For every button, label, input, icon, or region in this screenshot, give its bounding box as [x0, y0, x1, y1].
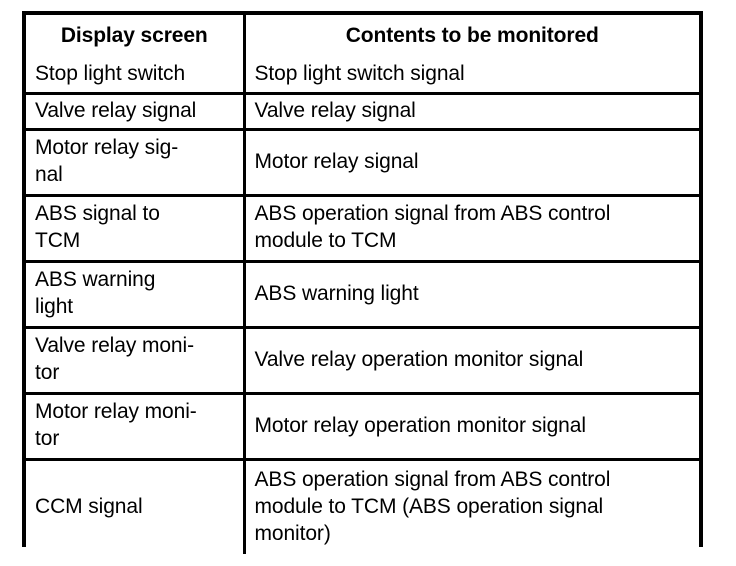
cell-display-screen-text: CCM signal — [35, 494, 143, 518]
cell-display-screen-text: ABS signal to TCM — [35, 202, 160, 252]
cell-display-screen: Stop light switch — [26, 57, 246, 95]
table-row: Motor relay moni- tor Motor relay operati… — [26, 393, 699, 461]
cell-contents: Valve relay operation monitor signal — [244, 327, 699, 395]
cell-display-screen: CCM signal — [26, 459, 246, 554]
cell-display-screen-text: Stop light switch — [35, 61, 186, 85]
cell-contents: ABS operation signal from ABS control mo… — [244, 195, 699, 263]
cell-contents-text: Motor relay operation monitor signal — [254, 413, 587, 437]
cell-contents-text: ABS warning light — [254, 281, 419, 305]
monitor-table-container: Display screen Contents to be monitored … — [22, 11, 703, 554]
cell-display-screen-text: Valve relay moni- tor — [35, 334, 194, 384]
column-header-display-screen-label: Display screen — [60, 23, 208, 47]
table-header-row: Display screen Contents to be monitored — [26, 15, 699, 57]
table-row: ABS signal to TCM ABS operation signal fr… — [26, 195, 699, 263]
cell-display-screen-text: ABS warning light — [35, 268, 156, 318]
table-row: CCM signal ABS operation signal from ABS … — [26, 459, 699, 554]
table-row: Stop light switch Stop light switch signa… — [26, 57, 699, 95]
cell-display-screen: Valve relay moni- tor — [26, 327, 246, 395]
cell-contents: ABS operation signal from ABS control mo… — [244, 459, 699, 554]
table-row: Valve relay signal Valve relay signal — [26, 93, 699, 131]
cell-display-screen: ABS warning light — [26, 261, 246, 329]
cell-display-screen: Motor relay sig- nal — [26, 129, 246, 197]
table-row: Motor relay sig- nal Motor relay signal — [26, 129, 699, 197]
table-row: ABS warning light ABS warning light — [26, 261, 699, 329]
cell-contents-text: ABS operation signal from ABS control mo… — [254, 202, 611, 252]
cell-contents-text: Valve relay operation monitor signal — [254, 347, 584, 371]
cell-display-screen-text: Motor relay moni- tor — [35, 400, 197, 450]
column-header-contents: Contents to be monitored — [244, 15, 699, 57]
table-body: Stop light switch Stop light switch signa… — [26, 57, 699, 554]
cell-display-screen-text: Valve relay signal — [35, 98, 197, 122]
table-header: Display screen Contents to be monitored — [26, 15, 699, 57]
cell-contents-text: Stop light switch signal — [254, 61, 465, 85]
cell-display-screen: ABS signal to TCM — [26, 195, 246, 263]
cell-contents-text: Motor relay signal — [254, 149, 419, 173]
cell-contents-text: Valve relay signal — [254, 98, 416, 122]
cell-contents: Stop light switch signal — [244, 57, 699, 95]
cell-contents: Valve relay signal — [244, 93, 699, 131]
cell-contents-text: ABS operation signal from ABS control mo… — [254, 467, 611, 545]
cell-contents: ABS warning light — [244, 261, 699, 329]
cell-contents: Motor relay operation monitor signal — [244, 393, 699, 461]
cell-display-screen-text: Motor relay sig- nal — [35, 136, 179, 186]
monitor-table: Display screen Contents to be monitored … — [26, 15, 699, 554]
table-row: Valve relay moni- tor Valve relay operati… — [26, 327, 699, 395]
column-header-contents-label: Contents to be monitored — [345, 23, 599, 47]
cell-display-screen: Valve relay signal — [26, 93, 246, 131]
column-header-display-screen: Display screen — [26, 15, 246, 57]
cell-display-screen: Motor relay moni- tor — [26, 393, 246, 461]
cell-contents: Motor relay signal — [244, 129, 699, 197]
